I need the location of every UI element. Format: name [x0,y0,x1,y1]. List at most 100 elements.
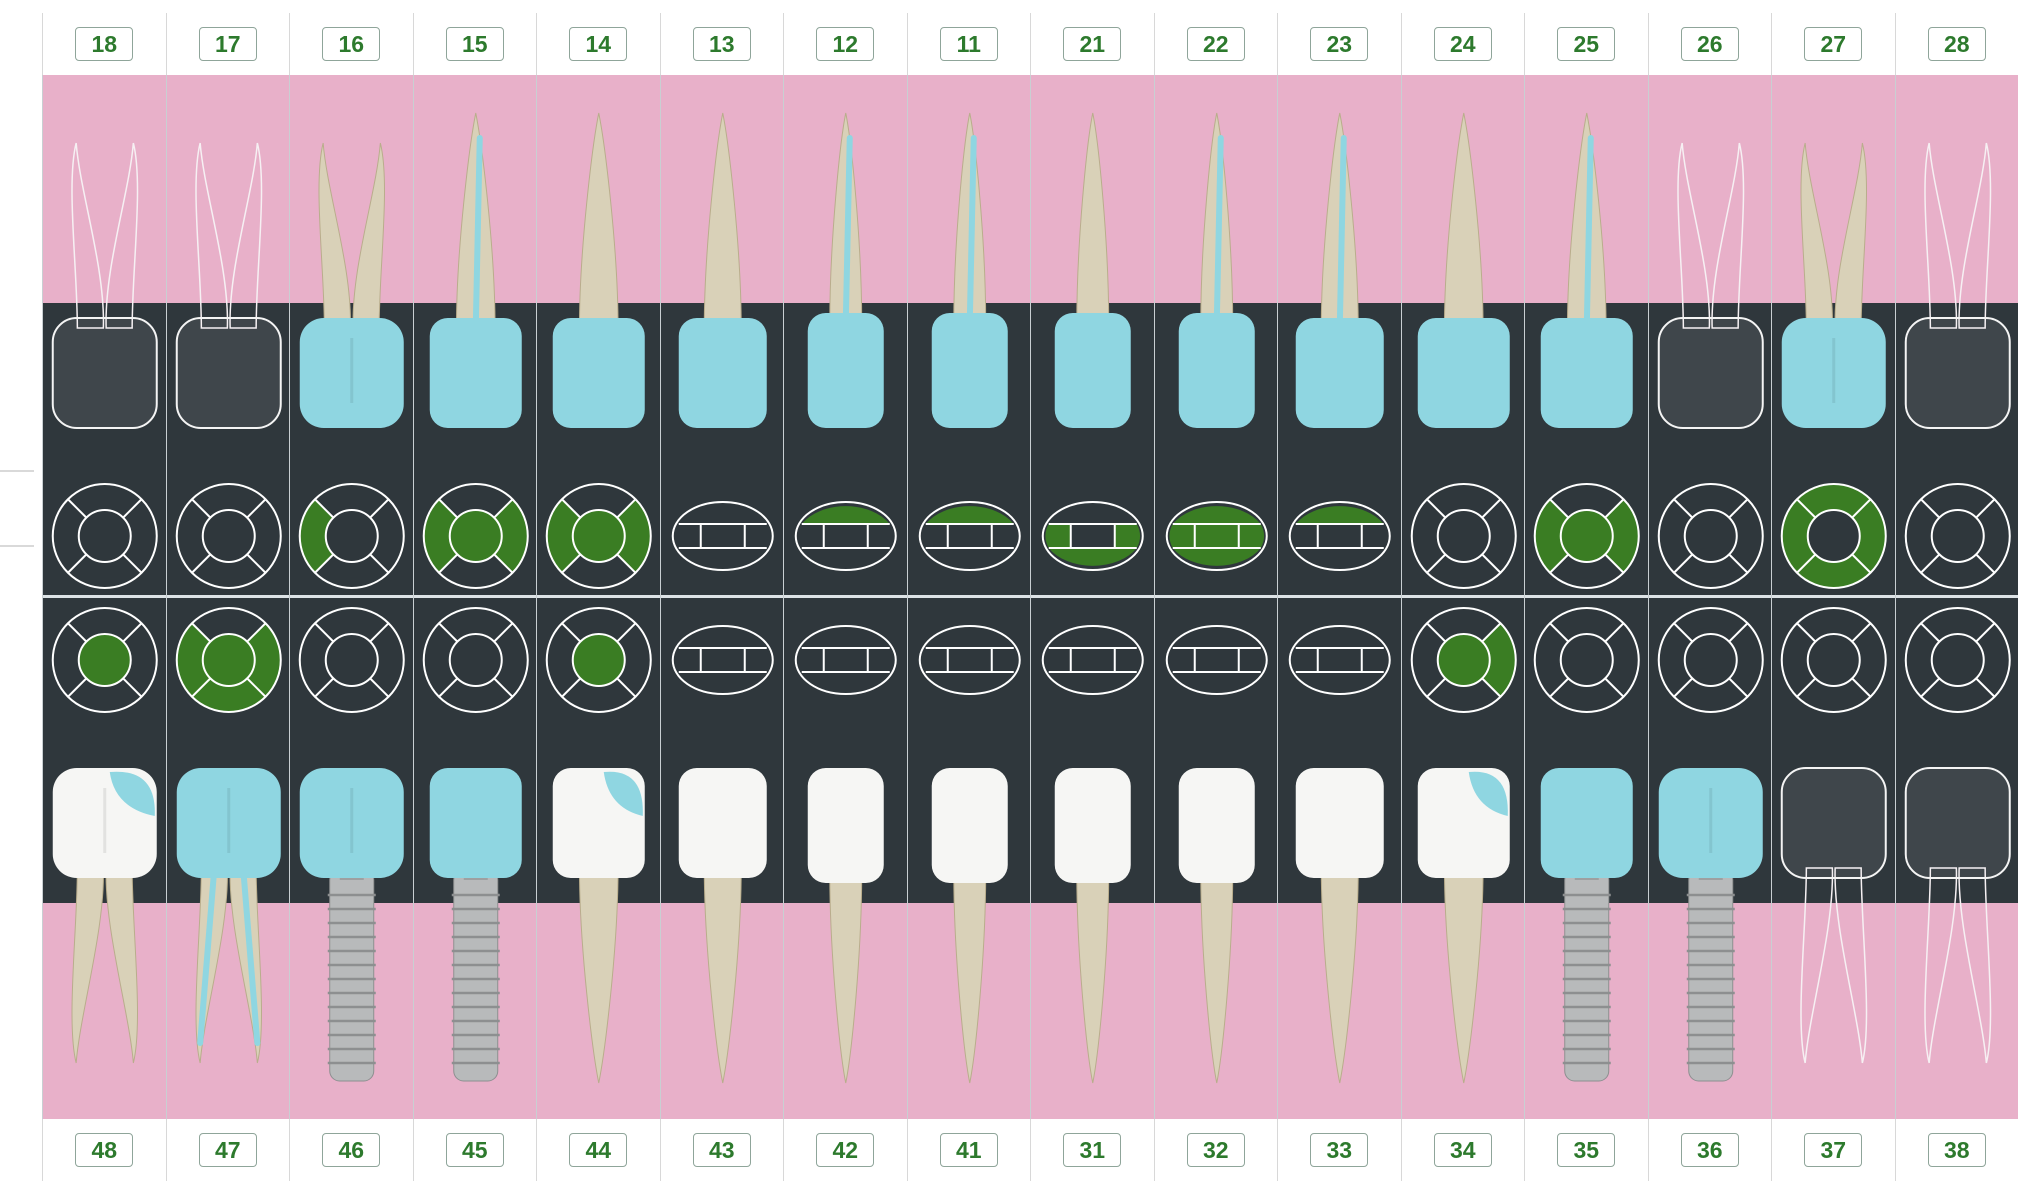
tooth-17[interactable] [167,103,291,433]
tooth-surface-map-34[interactable] [1402,605,1526,715]
tooth-18[interactable] [43,103,167,433]
tooth-surface-map-17[interactable] [167,481,291,591]
tooth-41[interactable] [908,763,1032,1093]
tooth-surface-map-31[interactable] [1031,605,1155,715]
tooth-22[interactable] [1155,103,1279,433]
tooth-number-13[interactable]: 13 [693,27,751,61]
tooth-number-32[interactable]: 32 [1187,1133,1245,1167]
tooth-23[interactable] [1278,103,1402,433]
tooth-cell-21[interactable] [1030,75,1154,595]
tooth-surface-map-16[interactable] [290,481,414,591]
tooth-surface-map-18[interactable] [43,481,167,591]
tooth-surface-map-44[interactable] [537,605,661,715]
tooth-36[interactable] [1649,763,1773,1093]
tooth-surface-map-43[interactable] [661,605,785,715]
tooth-25[interactable] [1525,103,1649,433]
tooth-number-26[interactable]: 26 [1681,27,1739,61]
tooth-42[interactable] [784,763,908,1093]
tooth-cell-13[interactable] [660,75,784,595]
tooth-number-28[interactable]: 28 [1928,27,1986,61]
tooth-number-46[interactable]: 46 [322,1133,380,1167]
tooth-number-42[interactable]: 42 [816,1133,874,1167]
tooth-cell-16[interactable] [289,75,413,595]
tooth-number-41[interactable]: 41 [940,1133,998,1167]
tooth-number-17[interactable]: 17 [199,27,257,61]
tooth-surface-map-21[interactable] [1031,481,1155,591]
tooth-cell-23[interactable] [1277,75,1401,595]
tooth-number-18[interactable]: 18 [75,27,133,61]
tooth-number-15[interactable]: 15 [446,27,504,61]
tooth-number-38[interactable]: 38 [1928,1133,1986,1167]
tooth-26[interactable] [1649,103,1773,433]
tooth-number-24[interactable]: 24 [1434,27,1492,61]
tooth-surface-map-33[interactable] [1278,605,1402,715]
tooth-27[interactable] [1772,103,1896,433]
tooth-33[interactable] [1278,763,1402,1093]
tooth-number-12[interactable]: 12 [816,27,874,61]
tooth-13[interactable] [661,103,785,433]
tooth-cell-31[interactable] [1030,595,1154,1119]
tooth-number-34[interactable]: 34 [1434,1133,1492,1167]
tooth-number-43[interactable]: 43 [693,1133,751,1167]
tooth-surface-map-23[interactable] [1278,481,1402,591]
tooth-cell-45[interactable] [413,595,537,1119]
tooth-34[interactable] [1402,763,1526,1093]
tooth-surface-map-42[interactable] [784,605,908,715]
tooth-surface-map-11[interactable] [908,481,1032,591]
tooth-number-31[interactable]: 31 [1063,1133,1121,1167]
tooth-surface-map-13[interactable] [661,481,785,591]
tooth-surface-map-15[interactable] [414,481,538,591]
tooth-15[interactable] [414,103,538,433]
tooth-number-45[interactable]: 45 [446,1133,504,1167]
tooth-cell-25[interactable] [1524,75,1648,595]
tooth-cell-47[interactable] [166,595,290,1119]
tooth-14[interactable] [537,103,661,433]
tooth-surface-map-46[interactable] [290,605,414,715]
tooth-number-23[interactable]: 23 [1310,27,1368,61]
tooth-surface-map-47[interactable] [167,605,291,715]
tooth-cell-15[interactable] [413,75,537,595]
tooth-surface-map-48[interactable] [43,605,167,715]
tooth-cell-44[interactable] [536,595,660,1119]
tooth-number-22[interactable]: 22 [1187,27,1245,61]
tooth-surface-map-45[interactable] [414,605,538,715]
tooth-number-11[interactable]: 11 [940,27,998,61]
tooth-44[interactable] [537,763,661,1093]
tooth-cell-42[interactable] [783,595,907,1119]
tooth-cell-36[interactable] [1648,595,1772,1119]
tooth-surface-map-12[interactable] [784,481,908,591]
tooth-surface-map-37[interactable] [1772,605,1896,715]
tooth-cell-37[interactable] [1771,595,1895,1119]
tooth-cell-46[interactable] [289,595,413,1119]
tooth-21[interactable] [1031,103,1155,433]
tooth-number-35[interactable]: 35 [1557,1133,1615,1167]
tooth-48[interactable] [43,763,167,1093]
tooth-43[interactable] [661,763,785,1093]
tooth-surface-map-14[interactable] [537,481,661,591]
tooth-37[interactable] [1772,763,1896,1093]
tooth-28[interactable] [1896,103,2020,433]
tooth-46[interactable] [290,763,414,1093]
tooth-cell-24[interactable] [1401,75,1525,595]
tooth-number-36[interactable]: 36 [1681,1133,1739,1167]
tooth-cell-48[interactable] [42,595,166,1119]
tooth-24[interactable] [1402,103,1526,433]
tooth-cell-32[interactable] [1154,595,1278,1119]
tooth-cell-11[interactable] [907,75,1031,595]
tooth-surface-map-36[interactable] [1649,605,1773,715]
tooth-38[interactable] [1896,763,2020,1093]
tooth-12[interactable] [784,103,908,433]
tooth-number-14[interactable]: 14 [569,27,627,61]
tooth-cell-12[interactable] [783,75,907,595]
tooth-surface-map-41[interactable] [908,605,1032,715]
tooth-47[interactable] [167,763,291,1093]
tooth-cell-35[interactable] [1524,595,1648,1119]
tooth-cell-27[interactable] [1771,75,1895,595]
tooth-31[interactable] [1031,763,1155,1093]
tooth-surface-map-38[interactable] [1896,605,2020,715]
tooth-cell-33[interactable] [1277,595,1401,1119]
tooth-cell-41[interactable] [907,595,1031,1119]
tooth-surface-map-26[interactable] [1649,481,1773,591]
tooth-32[interactable] [1155,763,1279,1093]
tooth-cell-18[interactable] [42,75,166,595]
